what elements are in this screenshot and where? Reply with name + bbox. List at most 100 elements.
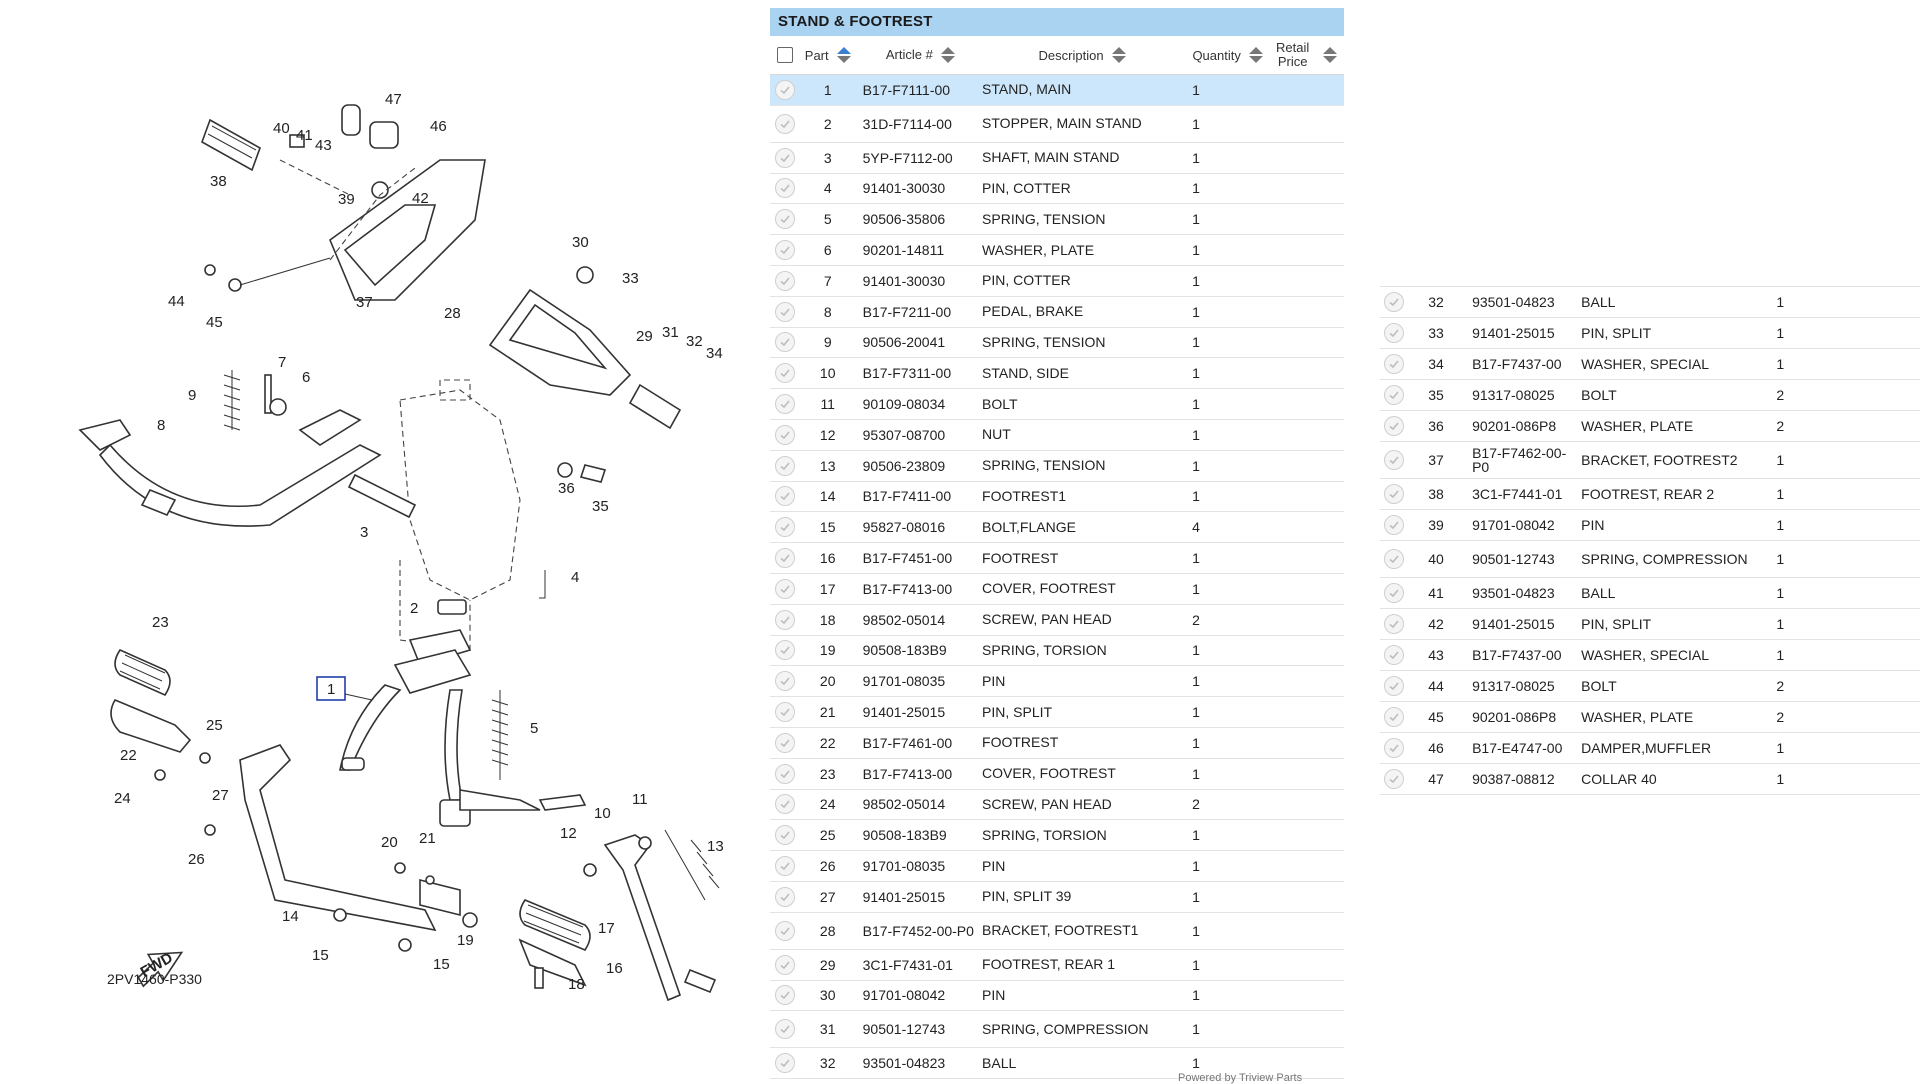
row-check-icon[interactable]: [1384, 707, 1405, 727]
row-check-icon[interactable]: [775, 332, 796, 353]
row-check-icon[interactable]: [775, 640, 796, 661]
row-check-icon[interactable]: [775, 1019, 796, 1040]
row-check-icon[interactable]: [775, 886, 796, 907]
row-check-icon[interactable]: [775, 548, 796, 569]
row-check-icon[interactable]: [1384, 645, 1405, 665]
row-check-icon[interactable]: [775, 363, 796, 384]
row-check-icon[interactable]: [1384, 769, 1405, 789]
row-check-icon[interactable]: [775, 609, 796, 630]
sort-description-icon[interactable]: [1111, 47, 1126, 63]
row-check-icon[interactable]: [775, 1053, 796, 1074]
column-quantity[interactable]: Quantity: [1182, 47, 1263, 63]
row-check-icon[interactable]: [1384, 292, 1405, 312]
row-check-icon[interactable]: [775, 920, 796, 941]
row-check-icon[interactable]: [775, 486, 796, 507]
row-check-icon[interactable]: [1384, 583, 1405, 603]
row-check-icon[interactable]: [1384, 416, 1405, 436]
sort-price-icon[interactable]: [1322, 47, 1337, 63]
row-check-icon[interactable]: [775, 825, 796, 846]
row-check-icon[interactable]: [775, 301, 796, 322]
row-check-icon[interactable]: [775, 147, 796, 168]
column-part[interactable]: Part: [801, 47, 855, 63]
row-check-icon[interactable]: [775, 954, 796, 975]
row-check-icon[interactable]: [775, 517, 796, 538]
row-check-icon[interactable]: [775, 394, 796, 415]
row-check-icon[interactable]: [775, 424, 796, 445]
row-check-icon[interactable]: [1384, 738, 1405, 758]
row-check-icon[interactable]: [775, 578, 796, 599]
row-check-icon[interactable]: [775, 702, 796, 723]
sort-quantity-icon[interactable]: [1248, 47, 1263, 63]
row-check-icon[interactable]: [775, 209, 796, 230]
column-article[interactable]: Article #: [855, 47, 978, 63]
row-check-icon[interactable]: [1384, 354, 1405, 374]
row-check-icon[interactable]: [1384, 515, 1405, 535]
select-all-checkbox[interactable]: [777, 47, 794, 63]
row-check-icon[interactable]: [775, 79, 796, 100]
sort-part-icon[interactable]: [836, 47, 851, 63]
row-check-icon[interactable]: [775, 671, 796, 692]
sort-article-icon[interactable]: [940, 47, 955, 63]
row-check-icon[interactable]: [775, 985, 796, 1006]
row-check-icon[interactable]: [775, 856, 796, 877]
column-description[interactable]: Description: [978, 47, 1182, 63]
column-retail-price[interactable]: Retail Price: [1263, 41, 1344, 69]
row-check-icon[interactable]: [775, 763, 796, 784]
row-check-icon[interactable]: [1384, 484, 1405, 504]
row-check-icon[interactable]: [1384, 323, 1405, 343]
row-check-icon[interactable]: [1384, 676, 1405, 696]
row-check-icon[interactable]: [1384, 385, 1405, 405]
row-check-icon[interactable]: [1384, 614, 1405, 634]
row-check-icon[interactable]: [775, 794, 796, 815]
row-check-icon[interactable]: [775, 178, 796, 199]
row-check-icon[interactable]: [775, 455, 796, 476]
row-check-icon[interactable]: [775, 270, 796, 291]
row-check-icon[interactable]: [775, 732, 796, 753]
